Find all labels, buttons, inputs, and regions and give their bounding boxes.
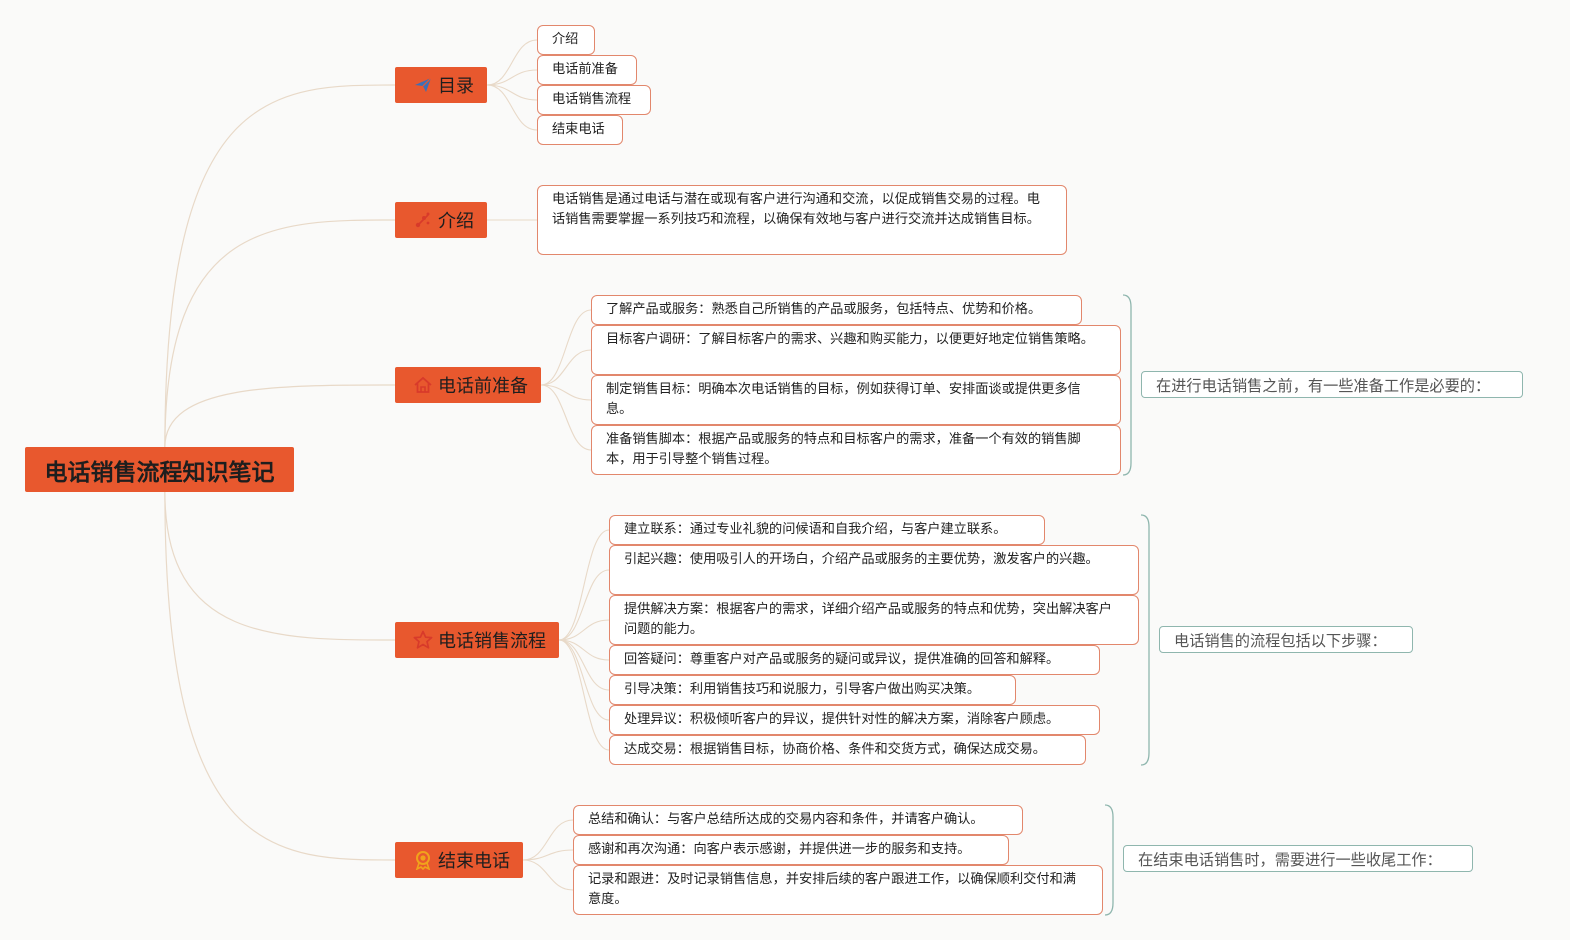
process-item-objection[interactable]: 处理异议：积极倾听客户的异议，提供针对性的解决方案，消除客户顾虑。 — [609, 705, 1100, 735]
prep-summary[interactable]: 在进行电话销售之前，有一些准备工作是必要的： — [1141, 371, 1523, 398]
summary-link — [1149, 640, 1159, 641]
root-connector — [164, 384, 396, 448]
root-topic[interactable]: 电话销售流程知识笔记 — [25, 447, 294, 492]
leaf-connector — [540, 384, 592, 401]
closing-summary[interactable]: 在结束电话销售时，需要进行一些收尾工作： — [1123, 845, 1473, 872]
leaf-connector — [558, 639, 610, 721]
summary-bracket — [1140, 514, 1150, 766]
home-icon — [413, 375, 433, 395]
branch-preparation[interactable]: 电话前准备 — [395, 367, 541, 403]
closing-item-summarize[interactable]: 总结和确认：与客户总结所达成的交易内容和条件，并请客户确认。 — [573, 805, 1023, 835]
closing-item-follow-up[interactable]: 记录和跟进：及时记录销售信息，并安排后续的客户跟进工作，以确保顺利交付和满意度。 — [573, 865, 1103, 915]
process-item-close-deal[interactable]: 达成交易：根据销售目标，协商价格、条件和交货方式，确保达成交易。 — [609, 735, 1086, 765]
leaf-connector — [540, 384, 592, 451]
branch-label: 电话前准备 — [438, 376, 528, 397]
leaf-connector — [558, 569, 610, 641]
closing-item-thanks[interactable]: 感谢和再次沟通：向客户表示感谢，并提供进一步的服务和支持。 — [573, 835, 1009, 865]
leaf-connector — [522, 849, 574, 861]
branch-intro[interactable]: 介绍 — [395, 202, 487, 238]
leaf-connector — [486, 39, 538, 86]
process-item-solution[interactable]: 提供解决方案：根据客户的需求，详细介绍产品或服务的特点和优势，突出解决客户问题的… — [609, 595, 1139, 645]
branch-toc[interactable]: 目录 — [395, 67, 487, 103]
summary-link — [1113, 859, 1123, 861]
process-item-answer[interactable]: 回答疑问：尊重客户对产品或服务的疑问或异议，提供准确的回答和解释。 — [609, 645, 1100, 675]
leaf-connector — [558, 639, 610, 691]
root-connector — [164, 491, 396, 641]
medal-icon — [413, 850, 433, 870]
toc-item-intro[interactable]: 介绍 — [537, 25, 595, 55]
summary-link — [1131, 385, 1141, 386]
send-icon — [413, 75, 433, 95]
root-connector — [164, 84, 396, 448]
process-item-interest[interactable]: 引起兴趣：使用吸引人的开场白，介绍产品或服务的主要优势，激发客户的兴趣。 — [609, 545, 1139, 595]
summary-bracket — [1104, 804, 1114, 916]
summary-bracket — [1122, 294, 1132, 476]
process-item-guide[interactable]: 引导决策：利用销售技巧和说服力，引导客户做出购买决策。 — [609, 675, 1016, 705]
branch-process[interactable]: 电话销售流程 — [395, 622, 559, 658]
toc-item-process[interactable]: 电话销售流程 — [537, 85, 651, 115]
process-summary[interactable]: 电话销售的流程包括以下步骤： — [1159, 626, 1413, 653]
branch-closing[interactable]: 结束电话 — [395, 842, 523, 878]
leaf-connector — [522, 859, 574, 891]
branch-label: 结束电话 — [438, 851, 510, 872]
leaf-connector — [540, 309, 592, 386]
toc-item-closing[interactable]: 结束电话 — [537, 115, 623, 145]
leaf-connector — [486, 84, 538, 101]
branch-label: 电话销售流程 — [438, 631, 546, 652]
prep-item-know-product[interactable]: 了解产品或服务：熟悉自己所销售的产品或服务，包括特点、优势和价格。 — [591, 295, 1082, 325]
prep-item-sales-goal[interactable]: 制定销售目标：明确本次电话销售的目标，例如获得订单、安排面谈或提供更多信息。 — [591, 375, 1121, 425]
branch-label: 目录 — [438, 76, 474, 97]
sparkle-icon — [413, 210, 433, 230]
process-item-connect[interactable]: 建立联系：通过专业礼貌的问候语和自我介绍，与客户建立联系。 — [609, 515, 1045, 545]
leaf-connector — [522, 819, 574, 861]
branch-label: 介绍 — [438, 211, 474, 232]
intro-description[interactable]: 电话销售是通过电话与潜在或现有客户进行沟通和交流，以促成销售交易的过程。电话销售… — [537, 185, 1067, 255]
leaf-connector — [486, 69, 538, 86]
prep-item-sales-script[interactable]: 准备销售脚本：根据产品或服务的特点和目标客户的需求，准备一个有效的销售脚本，用于… — [591, 425, 1121, 475]
leaf-connector — [486, 84, 538, 131]
leaf-connector — [558, 639, 610, 751]
leaf-connector — [540, 349, 592, 386]
prep-item-customer-research[interactable]: 目标客户调研：了解目标客户的需求、兴趣和购买能力，以便更好地定位销售策略。 — [591, 325, 1121, 375]
root-connector — [164, 219, 396, 448]
leaf-connector — [558, 619, 610, 641]
toc-item-preparation[interactable]: 电话前准备 — [537, 55, 637, 85]
root-connector — [164, 491, 396, 861]
leaf-connector — [558, 529, 610, 641]
star-icon — [413, 630, 433, 650]
leaf-connector — [558, 639, 610, 661]
